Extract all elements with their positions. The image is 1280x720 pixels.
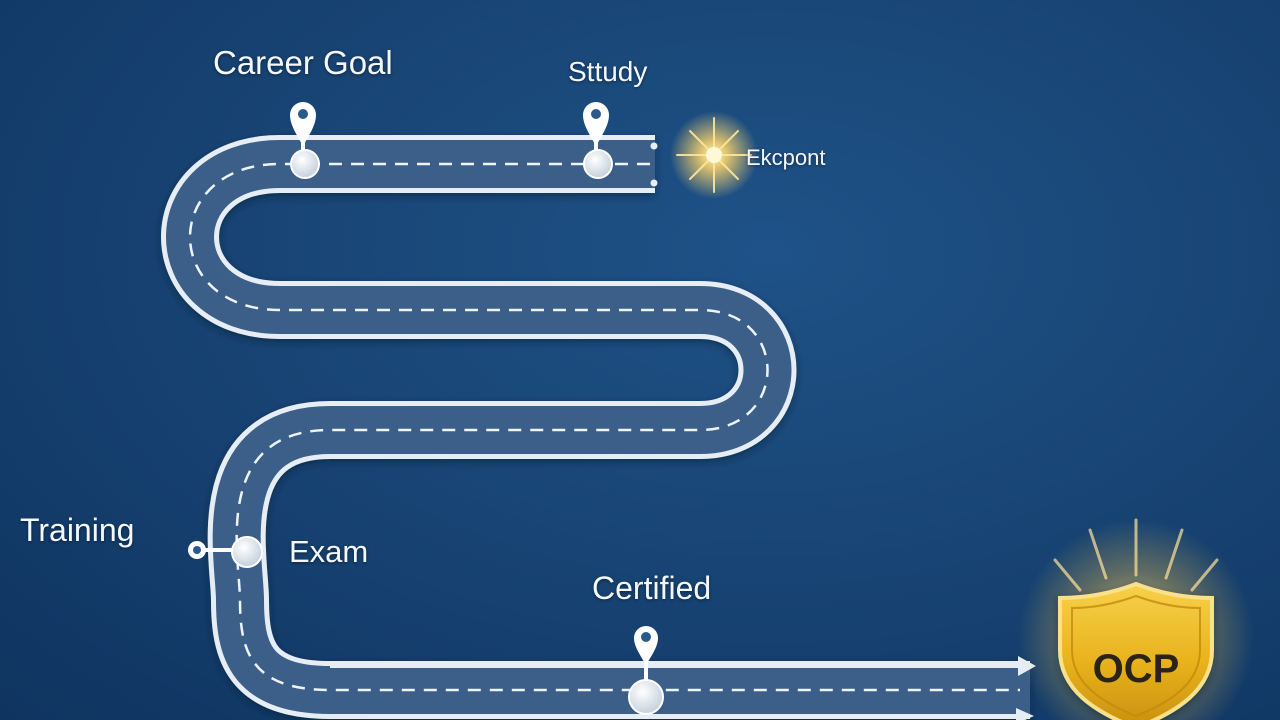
- label-exam: Exam: [289, 534, 369, 569]
- milestone-study-pin: [583, 102, 613, 179]
- badge-text: OCP: [1093, 647, 1180, 691]
- milestone-career-goal-pin: [290, 102, 320, 179]
- label-study: Sttudy: [568, 56, 648, 87]
- label-expert: Ekcpont: [746, 145, 826, 170]
- road-surface: [166, 140, 1030, 714]
- milestone-node: [290, 149, 320, 179]
- star-burst-icon: [670, 111, 758, 199]
- map-pin-icon: [634, 626, 658, 665]
- milestone-node: [231, 536, 263, 568]
- road-lane-dashes: [188, 162, 1020, 692]
- road-end-dot: [650, 179, 658, 187]
- milestone-node: [583, 149, 613, 179]
- map-pin-icon: [583, 102, 609, 146]
- road-end-dot: [650, 142, 658, 150]
- arrow-right-icon: [1016, 708, 1034, 720]
- label-certified: Certified: [592, 570, 712, 606]
- shield-badge-icon: [1058, 581, 1214, 720]
- map-pin-icon: [290, 102, 316, 146]
- label-career-goal: Career Goal: [213, 44, 393, 81]
- milestone-training-marker: [188, 536, 263, 568]
- ocp-badge: OCP: [1018, 518, 1254, 720]
- milestone-certified-pin: [628, 626, 664, 715]
- label-training: Training: [20, 512, 135, 548]
- badge-rays: [1053, 518, 1219, 592]
- milestone-node: [628, 679, 664, 715]
- road: [161, 135, 1030, 719]
